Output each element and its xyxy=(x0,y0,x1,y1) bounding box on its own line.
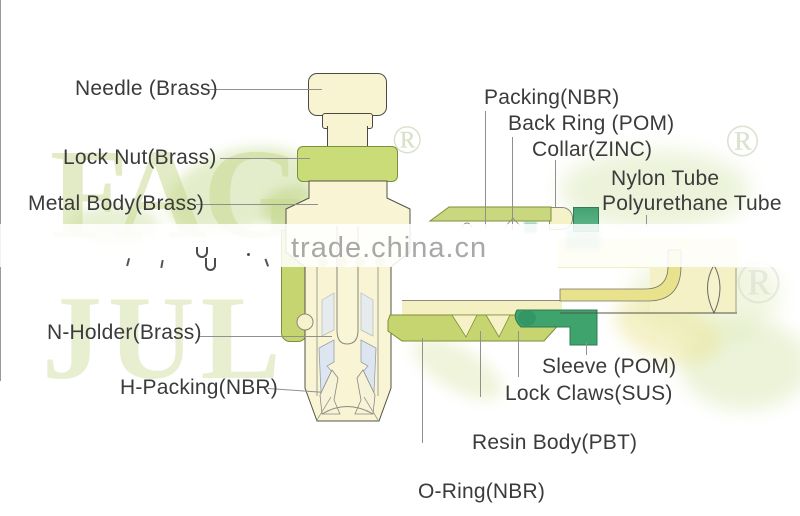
o-ring-part-left xyxy=(296,313,314,331)
leader-resin-body-b xyxy=(422,338,423,443)
sleeve-end-cap xyxy=(518,310,536,326)
body-bottom-arc xyxy=(321,406,374,415)
label-resin-body: Resin Body(PBT) xyxy=(472,431,638,454)
needle-knob xyxy=(308,73,387,116)
leader-n-holder xyxy=(198,336,332,337)
covered-text-fragment xyxy=(205,258,216,271)
label-lock-claws: Lock Claws(SUS) xyxy=(505,382,673,405)
label-metal-body: Metal Body(Brass) xyxy=(28,192,205,215)
tube-end-lens xyxy=(707,263,721,315)
h-packing-upper-sliver xyxy=(321,292,335,337)
leader-back-ring xyxy=(512,137,513,230)
leader-tube xyxy=(646,215,647,227)
centerline xyxy=(0,0,1,381)
lock-claws-part xyxy=(485,314,511,338)
label-polyurethane-tube: Polyurethane Tube xyxy=(602,192,782,215)
leader-metal-body xyxy=(196,204,318,205)
leader-lock-nut xyxy=(220,158,310,159)
label-h-packing: H-Packing(NBR) xyxy=(120,376,278,399)
label-sleeve: Sleeve (POM) xyxy=(542,355,677,378)
registered-mark-icon: ® xyxy=(725,115,760,166)
site-watermark: trade.china.cn xyxy=(291,232,488,264)
leader-sleeve xyxy=(586,342,587,355)
metal-body-bore-lines xyxy=(316,267,379,396)
label-n-holder: N-Holder(Brass) xyxy=(47,321,202,344)
leader-lock-claws xyxy=(518,331,519,377)
label-needle: Needle (Brass) xyxy=(75,77,218,100)
label-nylon-tube: Nylon Tube xyxy=(611,167,720,190)
watermark-band xyxy=(0,224,800,267)
label-lock-nut: Lock Nut(Brass) xyxy=(63,146,217,169)
resin-body-top-strip xyxy=(428,206,552,222)
leader-needle xyxy=(207,89,322,90)
leader-packing xyxy=(485,111,486,228)
leader-resin-body-a xyxy=(480,331,481,397)
label-o-ring: O-Ring(NBR) xyxy=(418,480,546,503)
label-back-ring: Back Ring (POM) xyxy=(508,112,675,135)
covered-text-fragment xyxy=(196,247,208,258)
label-collar: Collar(ZINC) xyxy=(532,138,653,161)
h-packing-upper-sliver xyxy=(360,292,374,337)
body-bottom-chamfer-lines xyxy=(316,396,379,421)
lock-claws-part xyxy=(451,314,478,338)
covered-text-fragment xyxy=(247,253,250,256)
label-packing: Packing(NBR) xyxy=(484,86,620,109)
leader-collar xyxy=(555,160,556,208)
